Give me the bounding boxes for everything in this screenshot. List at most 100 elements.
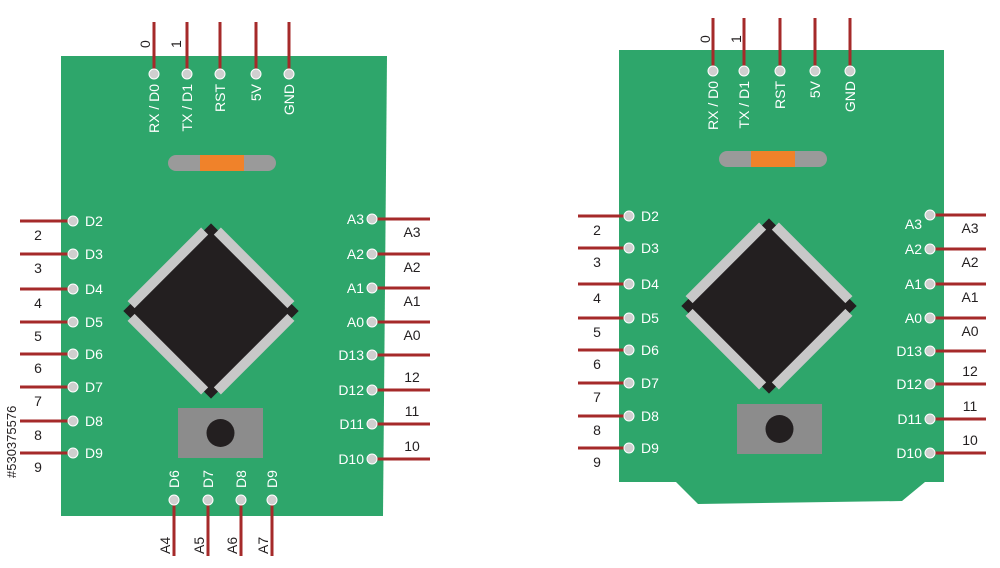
left-pin-label: D8 — [641, 408, 659, 424]
left-pin-number: 4 — [593, 290, 601, 306]
bottom-pin-number: A5 — [191, 537, 207, 554]
right-pin-label: D13 — [896, 343, 922, 359]
right-pad — [924, 413, 936, 425]
top-pad — [738, 65, 750, 77]
right-pin-number: A1 — [403, 293, 420, 309]
microcontroller-chip — [681, 218, 857, 394]
right-pin-number: 12 — [404, 369, 420, 385]
right-pin-number: 12 — [962, 363, 978, 379]
right-pin-label: D11 — [339, 416, 364, 432]
top-pad — [809, 65, 821, 77]
chip-pad-strip — [213, 227, 295, 309]
top-pin-label: TX / D1 — [179, 84, 195, 132]
left-pin-number: 2 — [34, 227, 42, 243]
left-pin-label: D5 — [85, 314, 103, 330]
top-pad — [707, 65, 719, 77]
resistor-band — [751, 151, 795, 167]
left-pin-number: 3 — [34, 260, 42, 276]
left-pad — [67, 215, 79, 227]
right-pad — [366, 384, 378, 396]
right-pad — [366, 418, 378, 430]
left-pin-label: D9 — [85, 445, 103, 461]
left-pin-number: 5 — [593, 324, 601, 340]
right-pad — [366, 282, 378, 294]
bottom-pin-label: D8 — [233, 470, 249, 488]
right-pad — [924, 447, 936, 459]
left-pin-number: 4 — [34, 295, 42, 311]
right-pad — [924, 345, 936, 357]
left-pin-number: 2 — [593, 222, 601, 238]
chip-pad-strip — [771, 222, 853, 304]
left-pin-label: D7 — [641, 375, 659, 391]
right-pad — [924, 209, 936, 221]
left-pad — [623, 344, 635, 356]
left-pad — [67, 447, 79, 459]
chip-pad-strip — [771, 308, 853, 390]
left-pad — [67, 348, 79, 360]
right-pad — [924, 378, 936, 390]
top-pin-label: GND — [281, 84, 297, 115]
right-pin-number: 10 — [962, 432, 978, 448]
right-pin-label: A2 — [905, 241, 922, 257]
left-pin-number: 6 — [34, 360, 42, 376]
top-pin-label: RX / D0 — [146, 84, 162, 133]
right-pad — [366, 316, 378, 328]
top-pad — [774, 65, 786, 77]
right-pad — [924, 278, 936, 290]
bottom-pad — [202, 494, 214, 506]
left-pin-label: D9 — [641, 440, 659, 456]
pin-leads — [20, 22, 430, 556]
right-pin-label: A0 — [905, 310, 922, 326]
left-pin-number: 5 — [34, 328, 42, 344]
right-pin-number: A0 — [403, 327, 420, 343]
right-pin-label: D11 — [897, 411, 922, 427]
chip-pad-strip — [685, 222, 767, 304]
watermark: #530375576 — [2, 330, 22, 480]
top-pin-number: 1 — [728, 35, 744, 43]
top-pin-number: 0 — [137, 40, 153, 48]
right-pin-label: A0 — [347, 314, 364, 330]
top-pin-label: 5V — [248, 83, 264, 101]
bottom-pad — [266, 494, 278, 506]
top-pin-label: RX / D0 — [705, 81, 721, 130]
left-pin-number: 6 — [593, 356, 601, 372]
left-pin-label: D2 — [85, 213, 103, 229]
left-pad — [67, 316, 79, 328]
top-pad — [844, 65, 856, 77]
top-pin-label: RST — [772, 81, 788, 109]
right-pin-number: 11 — [405, 403, 420, 419]
right-pad — [366, 349, 378, 361]
right-pin-label: A2 — [347, 246, 364, 262]
left-pad — [623, 442, 635, 454]
right-pin-label: A1 — [905, 276, 922, 292]
right-pin-label: A3 — [905, 216, 922, 232]
left-pin-number: 9 — [34, 459, 42, 475]
right-pad — [366, 453, 378, 465]
microcontroller-chip — [123, 223, 299, 399]
left-pin-label: D6 — [85, 346, 103, 362]
top-pad — [181, 68, 193, 80]
right-pin-label: D12 — [338, 382, 364, 398]
right-pin-number: 11 — [963, 398, 978, 414]
left-pin-number: 3 — [593, 254, 601, 270]
right-pad — [924, 312, 936, 324]
left-pin-number: 7 — [34, 393, 42, 409]
right-pin-label: A3 — [347, 211, 364, 227]
left-pad — [623, 210, 635, 222]
left-pin-label: D4 — [85, 281, 103, 297]
chip-pad-strip — [685, 308, 767, 390]
top-pin-label: TX / D1 — [736, 81, 752, 129]
left-pin-label: D5 — [641, 310, 659, 326]
left-pin-label: D8 — [85, 413, 103, 429]
left-pin-label: D2 — [641, 208, 659, 224]
chip-pad-strip — [213, 313, 295, 395]
bottom-pin-number: A6 — [224, 537, 240, 554]
left-pin-label: D7 — [85, 379, 103, 395]
right-pin-number: A1 — [961, 289, 978, 305]
top-pin-number: 1 — [168, 40, 184, 48]
pin-leads — [578, 18, 986, 455]
top-pin-label: 5V — [807, 80, 823, 98]
